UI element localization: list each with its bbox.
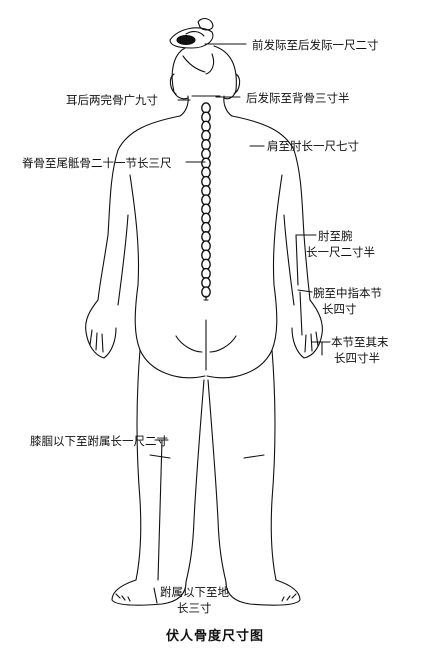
leader-lines bbox=[153, 43, 331, 604]
label-ankle-to-ground-2: 长三寸 bbox=[177, 601, 212, 615]
label-wrist-middle-1: 腕至中指本节 bbox=[313, 286, 382, 300]
hair-bun-icon bbox=[169, 17, 214, 49]
label-joint-fingertip-2: 长四寸半 bbox=[334, 351, 380, 365]
label-shoulder-elbow: 肩至肘长一尺七寸 bbox=[267, 139, 359, 153]
body-outline bbox=[85, 115, 323, 606]
label-elbow-wrist-1: 肘至腕 bbox=[318, 229, 353, 243]
label-knee-to-ankle: 膝腘以下至跗属长一尺二寸 bbox=[30, 434, 168, 448]
figure-caption: 伏人骨度尺寸图 bbox=[165, 629, 264, 644]
label-ankle-to-ground-1: 跗属以下至地 bbox=[160, 585, 229, 599]
label-elbow-wrist-2: 长一尺二寸半 bbox=[306, 245, 375, 259]
coccyx-tip bbox=[203, 295, 209, 301]
label-head-front-back: 前发际至后发际一尺二寸 bbox=[252, 38, 379, 52]
spine-vertebrae bbox=[201, 102, 211, 301]
label-behind-ears: 耳后两完骨广九寸 bbox=[66, 93, 158, 107]
label-wrist-middle-2: 长四寸 bbox=[322, 302, 357, 316]
label-spine-to-sacrum: 脊骨至尾骶骨二十一节长三尺 bbox=[22, 156, 172, 170]
head bbox=[169, 45, 241, 100]
label-joint-fingertip-1: 本节至其末 bbox=[331, 335, 389, 349]
label-back-hairline: 后发际至背骨三寸半 bbox=[246, 91, 350, 105]
neck bbox=[179, 95, 233, 117]
